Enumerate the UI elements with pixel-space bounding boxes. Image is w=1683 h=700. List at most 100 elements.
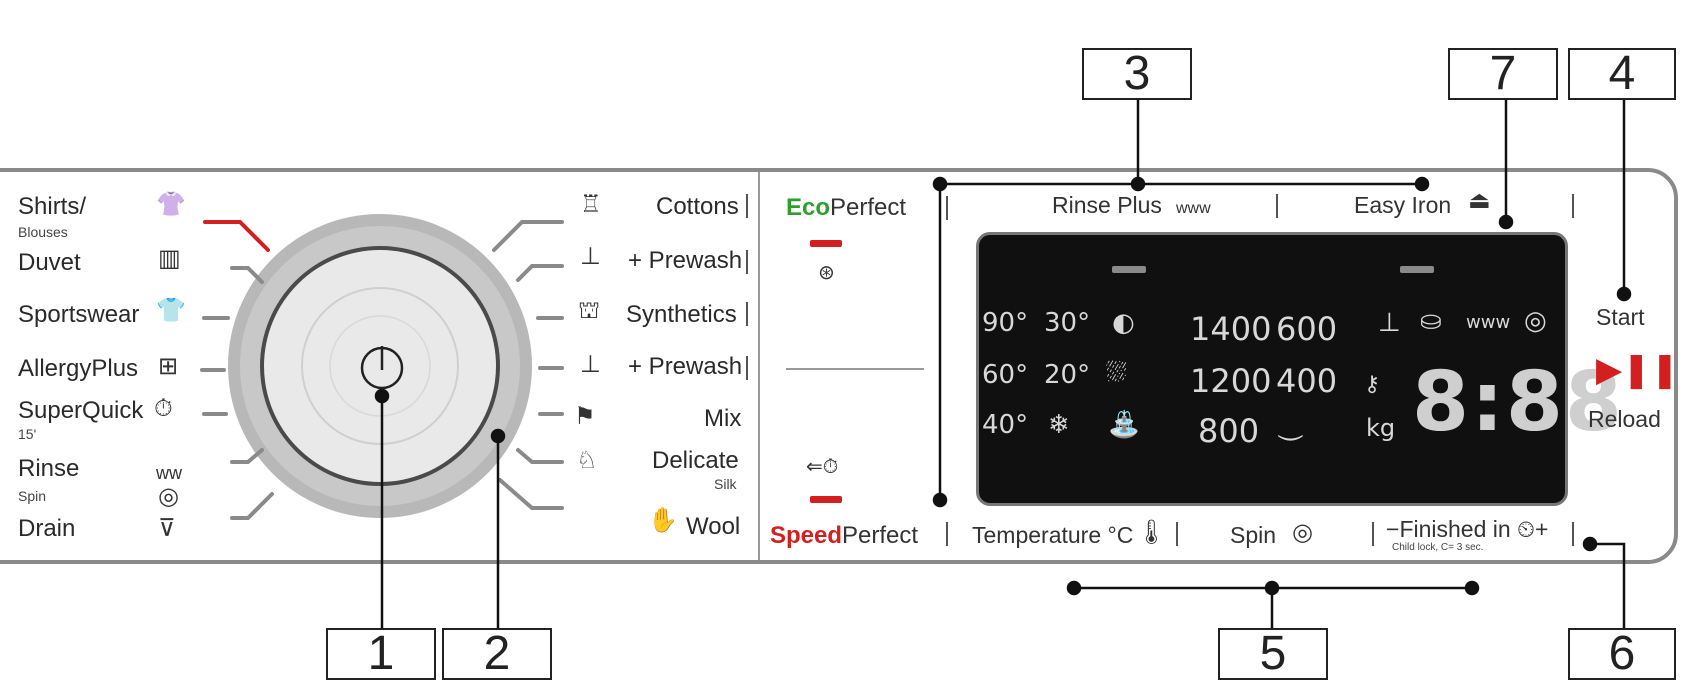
program-wool[interactable]: Wool xyxy=(686,513,741,540)
mix-icon: ⚑ xyxy=(574,403,596,430)
callout-2: 2 xyxy=(442,628,552,680)
wash-lcd-icon: ⛀ xyxy=(1420,306,1442,336)
rinse-lcd-icon: ᴡᴡᴡ xyxy=(1466,312,1511,333)
power-icon[interactable] xyxy=(360,346,404,390)
eco-speed-divider xyxy=(786,368,924,370)
program-dial[interactable] xyxy=(228,214,532,518)
allergy-icon: ⊞ xyxy=(158,353,179,380)
stains-icon: ◐ xyxy=(1112,308,1135,338)
spin-icon: ◎ xyxy=(158,483,179,510)
callout-7: 7 xyxy=(1448,48,1558,100)
temperature-button[interactable]: Temperature °C xyxy=(972,522,1134,548)
cottons-icon: ♖ xyxy=(580,191,602,218)
thermometer-icon: 🌡 xyxy=(1136,519,1167,546)
speed-suffix: Perfect xyxy=(842,522,919,549)
iron-icon: ⏏ xyxy=(1468,187,1491,214)
shirt-icon: 👚 xyxy=(156,191,186,218)
speed-icon: ⇐⏱ xyxy=(806,456,839,478)
reload-label: Reload xyxy=(1588,406,1661,432)
finished-in-label: Finished in xyxy=(1399,516,1511,542)
separator xyxy=(1372,522,1374,546)
rinse-plus-icon: ᴡᴡᴡ xyxy=(1176,200,1211,217)
rinse-plus-button[interactable]: Rinse Plus xyxy=(1052,192,1162,218)
spin-600: 600 xyxy=(1276,310,1338,348)
separator xyxy=(746,250,748,274)
start-label: Start xyxy=(1596,304,1645,330)
start-pause-button[interactable]: ▶❚❚ xyxy=(1596,351,1680,389)
callout-6: 6 xyxy=(1568,628,1676,680)
program-sportswear[interactable]: Sportswear xyxy=(18,301,140,328)
lcd-display xyxy=(976,232,1568,506)
prewash-lcd-icon: ⊥ xyxy=(1378,308,1401,338)
eco-suffix: Perfect xyxy=(830,194,907,221)
program-shirts-sub: Blouses xyxy=(18,224,68,240)
finished-in-button[interactable]: −Finished in ⏲+ xyxy=(1386,516,1549,542)
separator xyxy=(946,522,948,546)
spin-400: 400 xyxy=(1276,362,1338,400)
separator xyxy=(746,356,748,380)
display-bar xyxy=(1400,266,1434,273)
wool-icon: ✋ xyxy=(648,507,678,534)
eco-indicator xyxy=(810,240,842,247)
program-delicate-sub: Silk xyxy=(714,476,737,492)
speedperfect-button[interactable]: SpeedPerfect xyxy=(770,522,918,550)
spin-button[interactable]: Spin xyxy=(1230,522,1277,548)
ecoperfect-button[interactable]: EcoPerfect xyxy=(786,194,906,222)
program-shirts[interactable]: Shirts/ xyxy=(18,193,87,220)
separator xyxy=(746,194,748,218)
program-cottons-prewash[interactable]: + Prewash xyxy=(628,247,743,274)
display-bar xyxy=(1112,266,1146,273)
easy-iron-button[interactable]: Easy Iron xyxy=(1354,192,1452,218)
spin-option-icon: ◎ xyxy=(1292,519,1313,546)
eco-icon: ⊛ xyxy=(818,262,835,284)
cold-icon: ❄ xyxy=(1048,410,1070,440)
speed-prefix: Speed xyxy=(770,522,843,549)
temp-20: 20° xyxy=(1044,360,1091,390)
spin-800: 800 xyxy=(1198,412,1260,450)
separator xyxy=(1276,194,1278,218)
program-synthetics-prewash[interactable]: + Prewash xyxy=(628,353,743,380)
delicate-icon: ♘ xyxy=(576,447,598,474)
eco-prefix: Eco xyxy=(786,194,831,221)
program-superquick-sub: 15' xyxy=(18,426,37,442)
sportswear-icon: 👕 xyxy=(156,297,186,324)
program-mix[interactable]: Mix xyxy=(704,405,742,432)
spin-lcd-icon: ◎ xyxy=(1524,306,1547,336)
callout-4: 4 xyxy=(1568,48,1676,100)
program-superquick[interactable]: SuperQuick xyxy=(18,397,144,424)
separator xyxy=(946,196,948,220)
program-delicate[interactable]: Delicate xyxy=(652,447,739,474)
tap-icon: ⛲ xyxy=(1108,410,1141,440)
separator xyxy=(1176,522,1178,546)
callout-3: 3 xyxy=(1082,48,1192,100)
speed-indicator xyxy=(810,496,842,503)
kg-label: kg xyxy=(1366,414,1396,442)
spin-1200: 1200 xyxy=(1190,362,1272,400)
synthetics-icon: ⛫ xyxy=(578,297,601,324)
program-cottons[interactable]: Cottons xyxy=(656,193,739,220)
drain-icon: ⊽ xyxy=(158,515,176,542)
temp-40: 40° xyxy=(982,410,1029,440)
soak-icon: ⛆ xyxy=(1106,358,1127,388)
program-spin[interactable]: Spin xyxy=(18,488,47,504)
prewash-icon: ⊥ xyxy=(580,243,601,270)
temp-90: 90° xyxy=(982,308,1029,338)
program-duvet[interactable]: Duvet xyxy=(18,249,81,276)
timer-icon: ⏱ xyxy=(154,395,173,422)
lock-icon: ⚷ xyxy=(1364,372,1381,397)
callout-1: 1 xyxy=(326,628,436,680)
separator xyxy=(1572,194,1574,218)
program-allergyplus[interactable]: AllergyPlus xyxy=(18,355,139,382)
program-rinse[interactable]: Rinse xyxy=(18,455,80,482)
panel-divider xyxy=(758,172,760,560)
separator xyxy=(746,302,748,326)
program-synthetics[interactable]: Synthetics xyxy=(626,301,737,328)
dial-ticks-left xyxy=(200,220,274,520)
child-lock-hint: Child lock, C= 3 sec. xyxy=(1392,542,1484,553)
rinse-icon: ᴡᴡ xyxy=(156,463,182,483)
program-drain[interactable]: Drain xyxy=(18,515,76,542)
dial-ticks-right xyxy=(492,220,564,510)
spin-1400: 1400 xyxy=(1190,310,1272,348)
prewash-icon: ⊥ xyxy=(580,351,601,378)
